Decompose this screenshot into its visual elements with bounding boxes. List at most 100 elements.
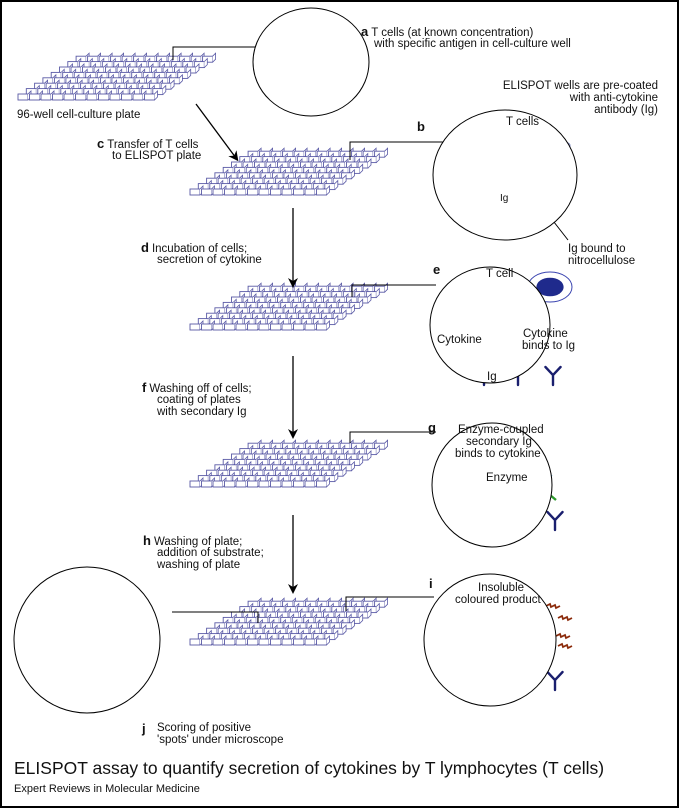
plate-well-side xyxy=(351,168,355,180)
plate-well xyxy=(224,480,235,488)
plate-well xyxy=(189,188,201,196)
plate-well xyxy=(293,188,304,196)
plate-well xyxy=(132,93,144,101)
step-b-note-2: with anti-cytokine xyxy=(569,92,658,104)
connector-j xyxy=(172,611,259,623)
plate-well xyxy=(201,323,212,331)
step-e-binds-2: binds to Ig xyxy=(522,340,576,352)
plate-well xyxy=(201,188,212,196)
plate-well-side xyxy=(204,57,208,68)
figure-source: Expert Reviews in Molecular Medicine xyxy=(14,783,200,795)
arrow-c xyxy=(195,103,239,162)
plate-well xyxy=(270,323,281,331)
product-squiggle-8 xyxy=(557,614,573,622)
plate-well xyxy=(224,188,235,196)
plate-well xyxy=(316,188,327,196)
plate-well xyxy=(304,188,316,196)
plate-well xyxy=(258,638,270,646)
plate-label: 96-well cell-culture plate xyxy=(17,109,141,121)
plate-well xyxy=(304,480,316,488)
step-e-ig-label: Ig xyxy=(487,371,497,383)
step-b-note-1: ELISPOT wells are pre-coated xyxy=(502,80,658,92)
plate-well-side xyxy=(326,320,330,331)
step-b-letter: b xyxy=(417,119,425,134)
plate-well xyxy=(52,93,63,101)
plate-well xyxy=(281,480,293,488)
plate-elispot-b xyxy=(189,147,388,196)
plate-well xyxy=(235,480,247,488)
plate-well xyxy=(247,323,258,331)
plate-well-side xyxy=(326,185,330,196)
figure-caption: ELISPOT assay to quantify secretion of c… xyxy=(14,758,605,778)
plate-well-side xyxy=(334,471,339,482)
step-i-letter: i xyxy=(429,576,433,591)
plate-elispot-e xyxy=(189,282,388,331)
connector-b xyxy=(349,141,446,160)
plate-well-side xyxy=(384,147,388,158)
plate-well-side xyxy=(359,613,364,624)
step-e-letter: e xyxy=(433,262,441,277)
step-h-label-2: addition of substrate; xyxy=(157,547,264,559)
step-f-label-2: coating of plates xyxy=(157,394,241,406)
step-j-text-2: 'spots' under microscope xyxy=(157,734,284,746)
step-d-text-1: Incubation of cells; xyxy=(151,243,248,255)
plate-well-side xyxy=(384,597,388,608)
step-g-letter: g xyxy=(428,420,436,435)
plate-well-side xyxy=(351,303,355,315)
plate-well-side xyxy=(326,635,330,646)
step-j-letter: j xyxy=(142,721,146,736)
plate-well-side xyxy=(359,298,364,309)
connector-a xyxy=(172,46,256,60)
plate-well-side xyxy=(376,602,380,613)
plate-well-side xyxy=(376,444,380,455)
plate-well-side xyxy=(367,608,372,619)
step-f-text-1: Washing off of cells; xyxy=(149,383,252,395)
plate-well-side xyxy=(367,450,372,461)
step-g-text-1: Enzyme-coupled xyxy=(458,424,544,436)
step-b-bound-2: nitrocellulose xyxy=(568,255,636,267)
step-g-text-3: binds to cytokine xyxy=(455,448,541,460)
plate-well-side xyxy=(326,477,330,488)
plate-well-side xyxy=(334,629,339,640)
plate-well xyxy=(281,323,293,331)
circle-a-outline xyxy=(252,7,370,117)
plate-well xyxy=(98,93,109,101)
plate-well xyxy=(201,480,212,488)
plate-well xyxy=(293,323,304,331)
plate-well-side xyxy=(367,293,372,304)
step-i-text-1: Insoluble xyxy=(478,582,525,594)
plate-well xyxy=(316,638,327,646)
plate-well xyxy=(212,638,224,646)
plate-well xyxy=(235,638,247,646)
plate-well xyxy=(304,638,316,646)
plate-well-side xyxy=(154,90,158,101)
plate-well-side xyxy=(367,158,372,169)
step-c-text-1: Transfer of T cells xyxy=(107,139,199,151)
plate-well-side xyxy=(342,174,347,185)
circle-g-outline xyxy=(431,422,553,548)
plate-well xyxy=(258,480,270,488)
step-c-label-2: to ELISPOT plate xyxy=(112,150,202,162)
plate-well xyxy=(109,93,121,101)
plate-well-side xyxy=(334,179,339,190)
step-e-cytokine-label: Cytokine xyxy=(437,334,482,346)
step-b-bound-1: Ig bound to xyxy=(568,243,626,255)
step-d-label-2: secretion of cytokine xyxy=(157,254,262,266)
plate-well xyxy=(201,638,212,646)
plate-well xyxy=(316,323,327,331)
plate-well xyxy=(40,93,52,101)
connector-g xyxy=(349,431,436,443)
plate-well xyxy=(189,480,201,488)
step-h-text-1: Washing of plate; xyxy=(153,536,243,548)
plate-well xyxy=(247,188,258,196)
step-i-text-2: coloured product xyxy=(455,594,541,606)
step-a-text-1: T cells (at known concentration) xyxy=(371,27,534,39)
connector-i xyxy=(345,596,434,611)
plate-well-side xyxy=(212,52,216,63)
circle-i-outline xyxy=(423,573,557,707)
plate-well-side xyxy=(384,439,388,450)
product-squiggle-11 xyxy=(557,642,573,650)
